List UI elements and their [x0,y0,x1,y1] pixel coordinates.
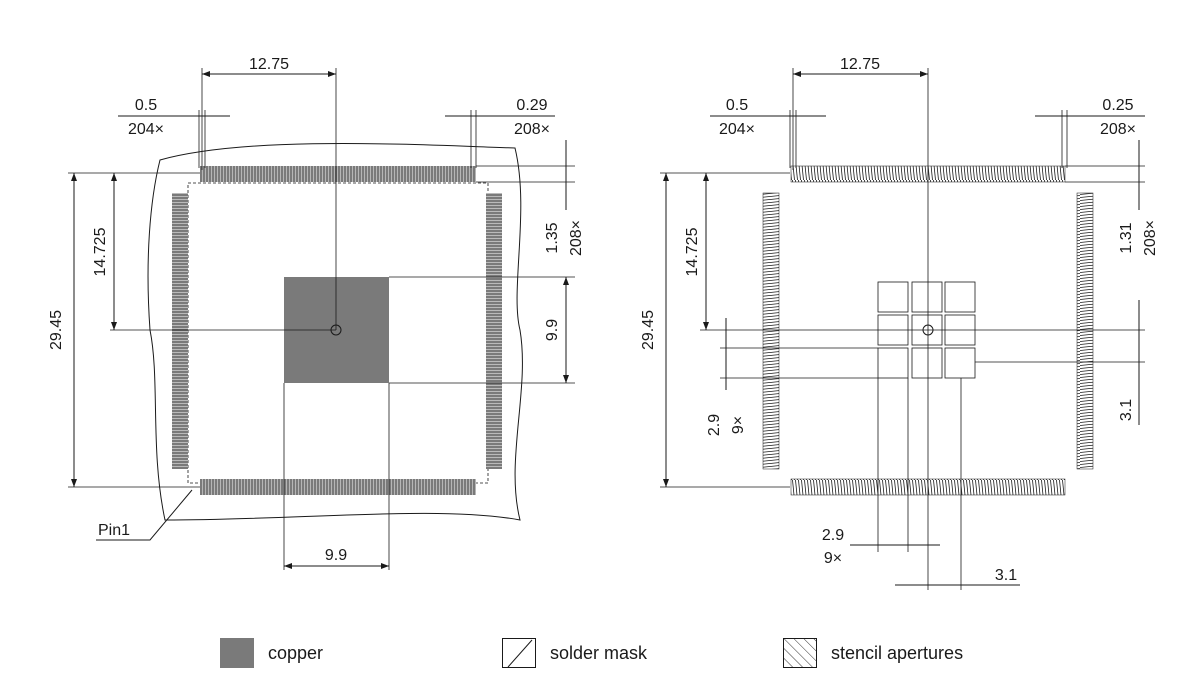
stencil-aperture [911,347,943,379]
solder-mask-outline [147,142,523,521]
pad-row-bottom [200,479,476,495]
dim-right-full-span: 29.45 [640,310,657,350]
dim-right-aperture-size-horizontal: 2.9 [822,527,844,544]
legend-copper-label: copper [268,642,324,663]
dim-right-stencil-opening-count: 208× [1100,121,1136,138]
dim-left-pad-width: 0.5 [135,97,157,114]
pad-row-top [200,166,476,182]
dim-right-aperture-size-vertical: 2.9 [706,414,723,436]
stencil-aperture [877,281,909,313]
dim-right-pad-length-count: 208× [1142,220,1159,256]
dim-right-half-span: 14.725 [684,227,701,276]
legend-stencil-label: stencil apertures [831,642,964,663]
dim-right-aperture-size-horizontal-count: 9× [824,550,842,567]
dim-right-pad-width: 0.5 [726,97,748,114]
legend-copper: copper [220,636,323,670]
dim-right-aperture-size-vertical-count: 9× [730,416,747,434]
dim-left-thermal-width: 9.9 [325,547,347,564]
stencil-aperture [944,281,976,313]
left-view: 12.75 0.5 204× 0.29 208× 29.45 14.725 1.… [48,56,585,570]
dim-left-pitch: 12.75 [249,56,289,73]
dim-left-pad-length: 1.35 [544,222,561,253]
pin1-leader [96,489,193,541]
dim-right-aperture-pitch-horizontal: 3.1 [995,567,1017,584]
stencil-aperture [944,347,976,379]
dim-left-mask-opening-count: 208× [514,121,550,138]
pad-row-left [172,193,188,469]
dim-left-pad-length-count: 208× [568,220,585,256]
stencil-row-left [762,192,780,470]
dim-left-pad-width-count: 204× [128,121,164,138]
stencil-aperture [877,347,909,379]
legend-solder-mask: solder mask [502,636,647,670]
pad-row-right [486,193,502,469]
dim-left-mask-opening: 0.29 [516,97,547,114]
stencil-swatch [783,638,817,668]
dim-left-half-span: 14.725 [92,227,109,276]
legend-stencil: stencil apertures [783,636,963,670]
dim-right-pitch: 12.75 [840,56,880,73]
pin1-label: Pin1 [98,522,130,539]
dim-left-full-span: 29.45 [48,310,65,350]
stencil-row-right [1076,192,1094,470]
legend-solder-mask-label: solder mask [550,642,648,663]
dim-right-pad-length: 1.31 [1118,222,1135,253]
dim-left-thermal-height: 9.9 [544,319,561,341]
dim-right-stencil-opening: 0.25 [1102,97,1133,114]
copper-swatch [220,638,254,668]
stencil-aperture [911,281,943,313]
dim-right-aperture-pitch-vertical: 3.1 [1118,399,1135,421]
dim-right-pad-width-count: 204× [719,121,755,138]
solder-mask-swatch [502,638,536,668]
right-view: 12.75 0.5 204× 0.25 208× 29.45 14.725 1.… [640,56,1159,590]
